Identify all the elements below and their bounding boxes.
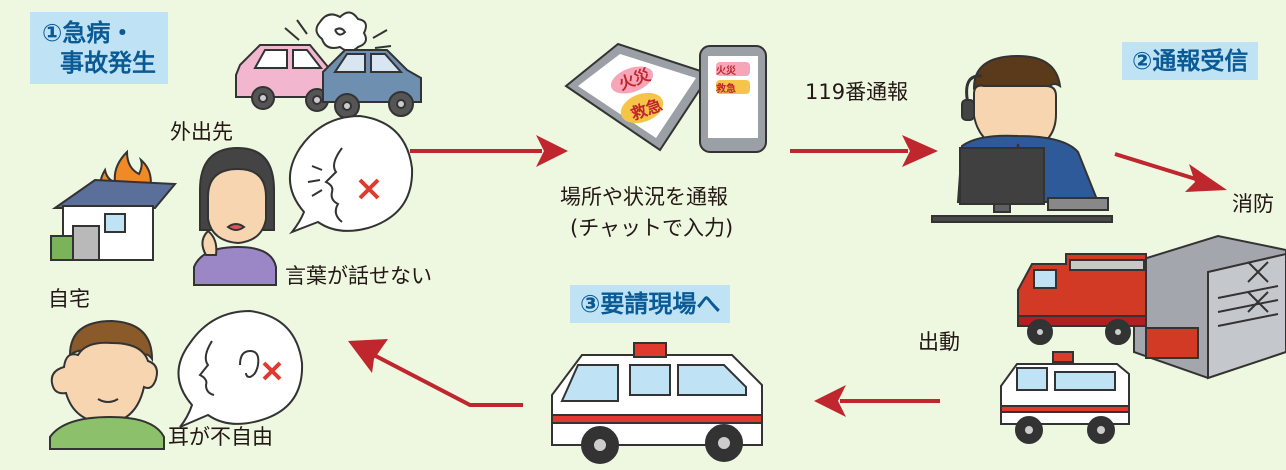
car-accident-illustration [235,11,422,119]
step1-line2: 事故発生 [60,49,156,77]
ambulance-illustration [551,342,763,464]
dispatcher-illustration [931,54,1113,223]
man-illustration [49,319,165,450]
smartphone-icon [699,45,767,153]
pink-car-icon [235,44,337,112]
tablet-icon [564,42,712,152]
report-line1-label: 場所や状況を通報 [560,185,728,209]
report-line2-label: (チャットで入力) [570,216,734,240]
step3-label: ③要請現場へ [570,285,731,323]
phone-fire-text: 火災 [716,66,736,77]
house-icon [50,178,178,261]
step1-label: ①急病・ 事故発生 [30,12,168,84]
cannot-speak-label: 言葉が話せない [285,264,432,288]
blue-car-icon [322,49,422,119]
cannot-speak-bubble [288,114,414,235]
step2-label: ②通報受信 [1122,42,1259,80]
computer-monitor-icon [931,147,1113,223]
arrow-to-caller [348,339,523,407]
tablet-and-phone-illustration [564,42,767,153]
arrow-to-fire-station [1114,152,1227,192]
woman-illustration [193,146,277,286]
fire-station-illustration [1133,234,1286,380]
call-119-label: 119番通報 [805,80,909,104]
step1-line1: ①急病・ [42,19,135,47]
arrow-to-report [410,135,568,167]
home-label: 自宅 [48,287,90,311]
fire-truck-illustration [1017,253,1147,345]
crash-burst-icon [284,11,392,52]
dispatch-ambulance-illustration [1000,351,1130,444]
outing-label: 外出先 [170,120,233,144]
hearing-impaired-bubble [177,309,304,428]
phone-emergency-text: 救急 [716,84,736,95]
arrow-to-ambulance [814,385,940,417]
arrow-to-dispatcher [790,135,938,167]
dispatch-label: 出動 [918,330,960,354]
hearing-impaired-label: 耳が不自由 [168,425,273,449]
burning-house-illustration [50,149,178,261]
fire-station-label: 消防 [1232,192,1274,216]
